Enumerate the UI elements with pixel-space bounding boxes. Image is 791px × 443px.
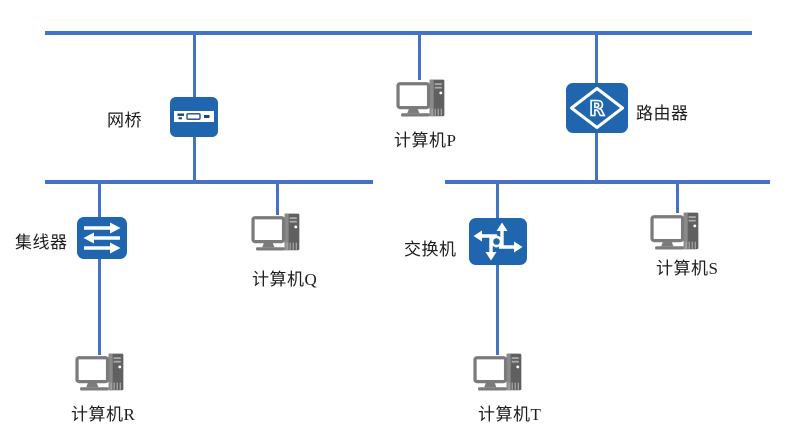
- link-switch-computer-t: [496, 265, 499, 355]
- link-lan1-hub: [98, 184, 101, 217]
- link-lan1-computer-q: [276, 184, 279, 215]
- link-lan2-computer-s: [676, 184, 679, 213]
- lan2-bus-line: [445, 180, 770, 184]
- backbone-bus-line: [45, 31, 752, 35]
- switch-device-icon: [469, 218, 527, 265]
- computer-s-label: 计算机S: [656, 259, 719, 278]
- computer-q-icon: [251, 213, 308, 256]
- computer-s-icon: [650, 212, 707, 255]
- link-lan2-switch: [496, 184, 499, 218]
- link-backbone-bridge: [193, 35, 196, 97]
- switch-label: 交换机: [404, 240, 457, 259]
- link-backbone-router: [595, 35, 598, 83]
- link-hub-computer-r: [98, 259, 101, 355]
- hub-device-icon: [77, 217, 127, 259]
- computer-r-label: 计算机R: [71, 405, 136, 424]
- computer-q-label: 计算机Q: [252, 270, 318, 289]
- link-bridge-lan1: [193, 137, 196, 180]
- hub-label: 集线器: [15, 233, 68, 252]
- bridge-label: 网桥: [107, 111, 142, 130]
- router-letter: R: [589, 97, 604, 121]
- computer-p-icon: [396, 79, 453, 122]
- router-label: 路由器: [636, 104, 689, 123]
- link-router-lan2: [595, 133, 598, 180]
- router-device-icon: R: [566, 83, 628, 133]
- computer-t-icon: [473, 353, 530, 396]
- link-backbone-computer-p: [418, 35, 421, 80]
- computer-r-icon: [75, 353, 132, 396]
- bridge-device-icon: [170, 97, 218, 137]
- computer-t-label: 计算机T: [478, 405, 542, 424]
- computer-p-label: 计算机P: [394, 131, 457, 150]
- lan1-bus-line: [45, 180, 373, 184]
